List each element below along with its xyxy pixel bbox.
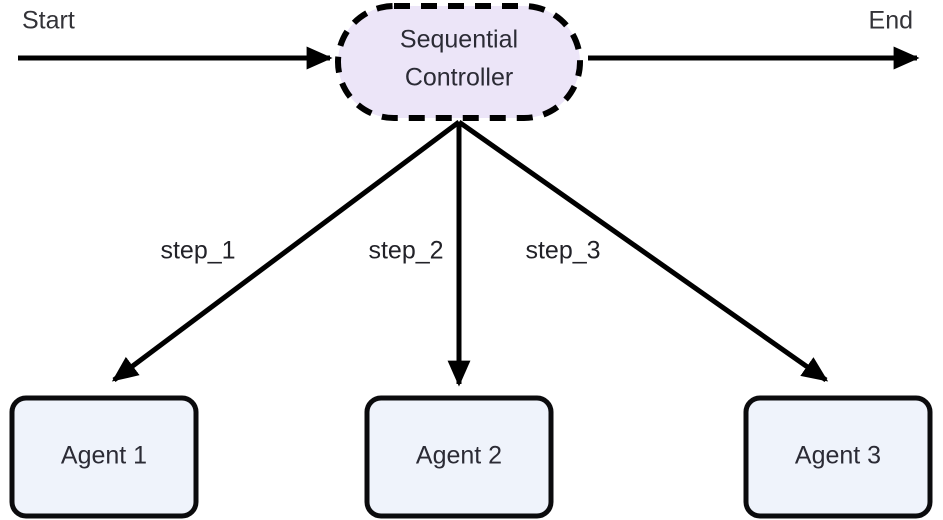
start-edge: Start bbox=[18, 7, 333, 70]
edge-step-1: step_1 bbox=[111, 119, 461, 383]
agent-1-shape[interactable] bbox=[9, 395, 199, 519]
edge-label-step-3: step_3 bbox=[525, 237, 600, 265]
controller-label-line2: Controller bbox=[405, 64, 513, 92]
step-1-arrow bbox=[111, 119, 461, 383]
node-sequential-controller[interactable]: Sequential Controller bbox=[335, 3, 583, 121]
node-agent-1[interactable]: Agent 1 bbox=[9, 395, 199, 519]
controller-label-line1: Sequential bbox=[400, 26, 518, 54]
agent-3-shape[interactable] bbox=[743, 395, 933, 519]
step-3-arrow bbox=[457, 119, 829, 383]
agent-1-label: Agent 1 bbox=[61, 442, 147, 470]
edge-label-step-2: step_2 bbox=[368, 237, 443, 265]
node-agent-2[interactable]: Agent 2 bbox=[364, 395, 554, 519]
end-label: End bbox=[869, 7, 913, 35]
controller-shape[interactable] bbox=[335, 3, 583, 121]
node-agent-3[interactable]: Agent 3 bbox=[743, 395, 933, 519]
agent-2-shape[interactable] bbox=[364, 395, 554, 519]
edge-step-2: step_2 bbox=[368, 122, 471, 387]
edge-label-step-1: step_1 bbox=[160, 237, 235, 265]
agent-3-label: Agent 3 bbox=[795, 442, 881, 470]
edge-step-3: step_3 bbox=[457, 119, 829, 383]
end-edge: End bbox=[588, 7, 920, 70]
start-label: Start bbox=[22, 7, 75, 35]
agent-2-label: Agent 2 bbox=[416, 442, 502, 470]
